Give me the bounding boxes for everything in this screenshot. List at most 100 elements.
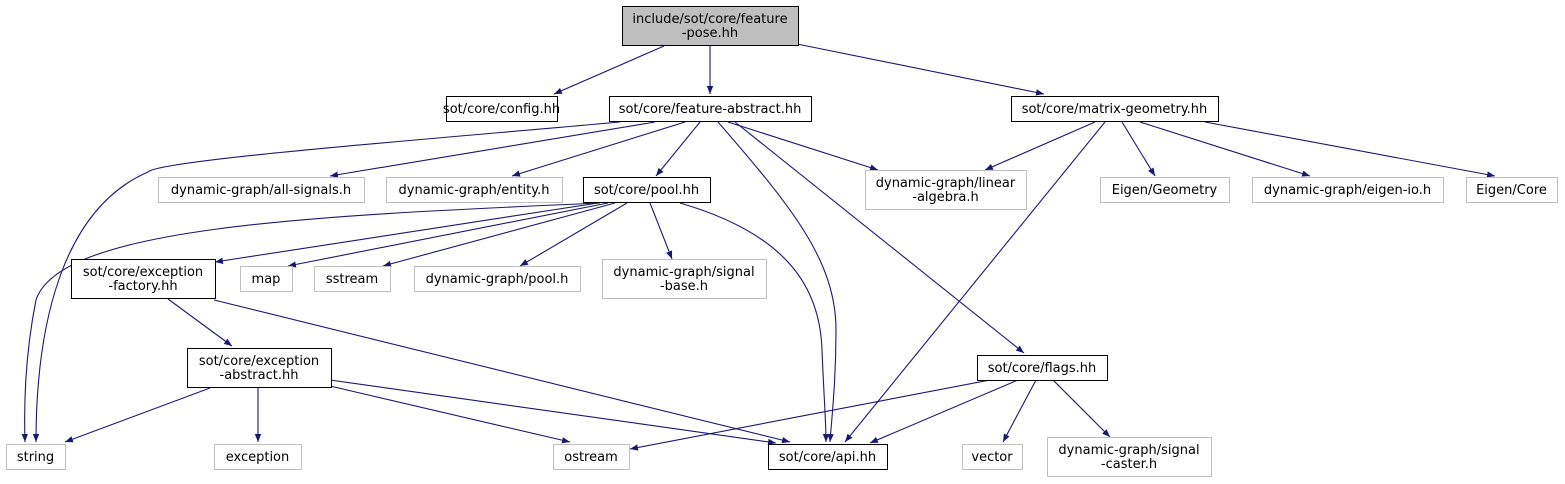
node-feature-abstract[interactable]: sot/core/feature-abstract.hh (609, 96, 812, 122)
node-label: sot/core/api.hh (779, 450, 876, 465)
node-label: sot/core/matrix-geometry.hh (1022, 102, 1208, 117)
node-map: map (240, 266, 293, 292)
nodes: include/sot/core/feature-pose.hh sot/core… (6, 6, 1558, 477)
node-eigen-core: Eigen/Core (1466, 177, 1558, 203)
node-label: -abstract.hh (220, 368, 299, 383)
edge-pool-hh-to-sstream (382, 202, 616, 267)
node-box (977, 355, 1108, 381)
node-label: include/sot/core/feature (632, 12, 787, 27)
node-string: string (6, 444, 66, 470)
edge-exception-abstract-to-api (329, 379, 777, 446)
edge-exception-abstract-to-ostream (329, 385, 571, 444)
node-label: dynamic-graph/eigen-io.h (1264, 183, 1431, 198)
node-box (1100, 177, 1230, 203)
node-box (386, 177, 563, 203)
node-matrix-geometry[interactable]: sot/core/matrix-geometry.hh (1011, 96, 1219, 122)
node-dg-pool: dynamic-graph/pool.h (414, 266, 581, 292)
edge-flags-to-api (869, 379, 1019, 444)
edge-pool-hh-to-map (287, 202, 609, 268)
node-box (1252, 177, 1444, 203)
node-eigen-io: dynamic-graph/eigen-io.h (1252, 177, 1444, 203)
node-exception-factory[interactable]: sot/core/exception-factory.hh (71, 259, 216, 299)
node-label: sot/core/exception (199, 354, 319, 369)
edge-pool-hh-to-signal-base (649, 202, 673, 260)
edge-root-to-config (553, 45, 665, 95)
node-label: sot/core/exception (83, 265, 203, 280)
edge-root-to-matrix-geometry (796, 43, 1045, 96)
node-label: dynamic-graph/pool.h (426, 272, 569, 287)
node-label: sot/core/pool.hh (594, 183, 699, 198)
node-box (1466, 177, 1558, 203)
node-label: -caster.h (1101, 457, 1157, 472)
node-box (622, 6, 799, 46)
edge-matrix-geometry-to-eigen-geometry (1121, 121, 1156, 177)
edge-flags-to-signal-caster (1052, 379, 1111, 438)
node-label: -base.h (660, 279, 708, 294)
edge-feature-abstract-to-string (32, 121, 621, 443)
node-linear-algebra: dynamic-graph/linear-algebra.h (865, 170, 1027, 210)
edges (21, 43, 1496, 451)
node-exception-abstract[interactable]: sot/core/exception-abstract.hh (187, 348, 332, 388)
node-label: Eigen/Core (1476, 183, 1547, 198)
node-box (158, 177, 365, 203)
node-label: Eigen/Geometry (1112, 183, 1218, 198)
node-label: vector (971, 450, 1013, 465)
node-label: sot/core/flags.hh (988, 361, 1097, 376)
edge-pool-hh-to-dg-pool (519, 202, 628, 267)
node-sstream: sstream (314, 266, 391, 292)
edge-feature-abstract-to-entity (511, 121, 686, 177)
node-label: exception (226, 450, 290, 465)
edge-matrix-geometry-to-linear-algebra (984, 121, 1096, 171)
edge-pool-hh-to-api (679, 202, 830, 443)
edge-flags-to-vector (1002, 379, 1037, 443)
node-eigen-geometry: Eigen/Geometry (1100, 177, 1230, 203)
node-label: map (252, 272, 281, 287)
node-exception: exception (214, 444, 302, 470)
node-box (609, 96, 812, 122)
node-box (1047, 437, 1212, 477)
node-box (6, 444, 66, 470)
node-pool-hh[interactable]: sot/core/pool.hh (583, 177, 711, 203)
node-label: -pose.hh (682, 26, 738, 41)
node-box (214, 444, 302, 470)
node-box (240, 266, 293, 292)
node-ostream: ostream (553, 444, 630, 470)
edge-matrix-geometry-to-eigen-io (1139, 121, 1311, 177)
edge-feature-abstract-to-all-signals (329, 121, 656, 178)
edge-pool-hh-to-exception-factory (214, 202, 599, 264)
node-root[interactable]: include/sot/core/feature-pose.hh (622, 6, 799, 46)
node-box (865, 170, 1027, 210)
node-vector: vector (962, 444, 1023, 470)
node-label: ostream (564, 450, 618, 465)
edge-feature-abstract-to-flags (734, 121, 1025, 354)
node-box (768, 444, 888, 470)
node-box (446, 96, 558, 122)
node-label: dynamic-graph/linear (876, 176, 1016, 191)
node-signal-caster: dynamic-graph/signal-caster.h (1047, 437, 1212, 477)
node-box (602, 259, 767, 299)
node-config[interactable]: sot/core/config.hh (443, 96, 560, 122)
node-box (583, 177, 711, 203)
edge-feature-abstract-to-pool-hh (655, 121, 701, 177)
node-box (1011, 96, 1219, 122)
node-label: -factory.hh (108, 279, 177, 294)
edge-feature-abstract-to-api (717, 121, 837, 443)
node-label: sstream (326, 272, 378, 287)
node-box (314, 266, 391, 292)
node-flags[interactable]: sot/core/flags.hh (977, 355, 1108, 381)
edge-matrix-geometry-to-eigen-core (1204, 121, 1496, 178)
node-label: dynamic-graph/entity.h (399, 183, 550, 198)
node-label: dynamic-graph/signal (1058, 443, 1199, 458)
edge-exception-abstract-to-string (64, 387, 211, 443)
node-box (71, 259, 216, 299)
node-box (553, 444, 630, 470)
node-label: sot/core/feature-abstract.hh (619, 102, 802, 117)
node-all-signals: dynamic-graph/all-signals.h (158, 177, 365, 203)
node-label: dynamic-graph/signal (613, 265, 754, 280)
node-box (962, 444, 1023, 470)
node-entity: dynamic-graph/entity.h (386, 177, 563, 203)
node-box (414, 266, 581, 292)
node-api[interactable]: sot/core/api.hh (768, 444, 888, 470)
node-signal-base: dynamic-graph/signal-base.h (602, 259, 767, 299)
